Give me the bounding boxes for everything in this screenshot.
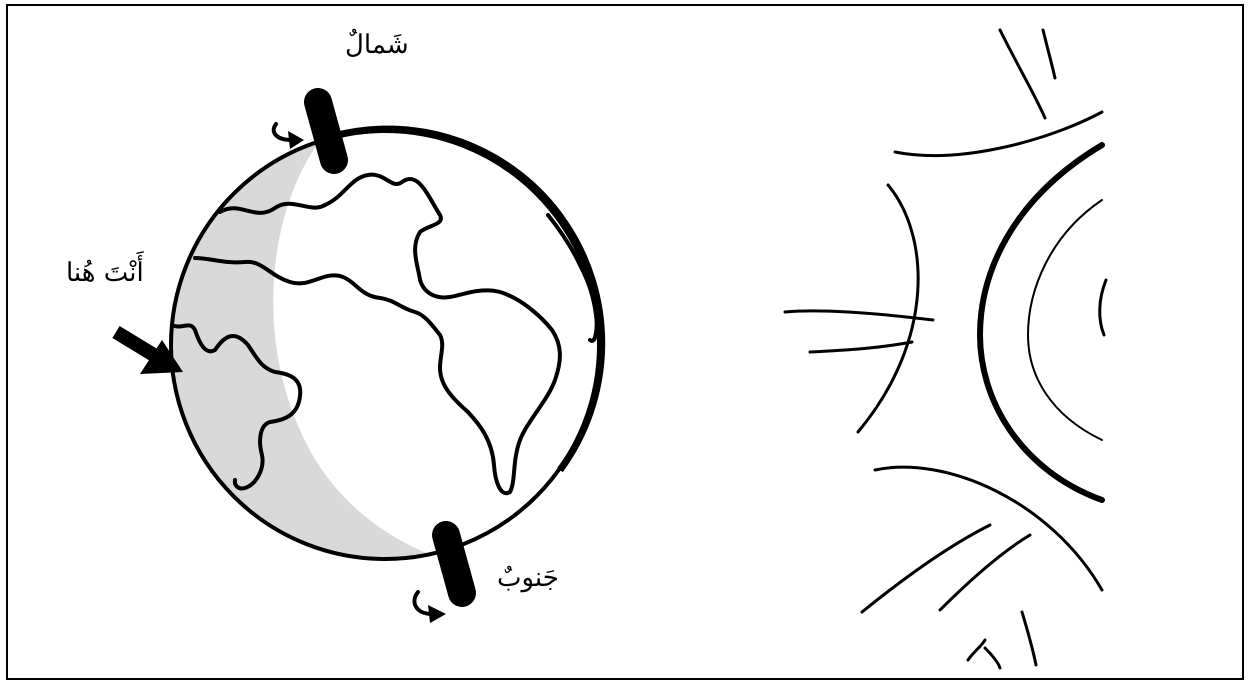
south-pole-axis (446, 535, 462, 593)
sun-icon (785, 30, 1106, 668)
sun-core-arc (1100, 280, 1106, 335)
sun-rays (785, 30, 1102, 668)
south-rotation-arrow-icon (414, 592, 446, 623)
sun-outer-arc (980, 145, 1102, 500)
north-rotation-arrow-icon (274, 124, 304, 149)
south-label: جَنوبٌ (497, 563, 559, 593)
north-pole-axis (318, 102, 334, 160)
sun-inner-arc (1028, 200, 1102, 440)
north-label: شَمالٌ (345, 30, 409, 60)
you-are-here-label: أَنْتَ هُنا (66, 258, 144, 288)
